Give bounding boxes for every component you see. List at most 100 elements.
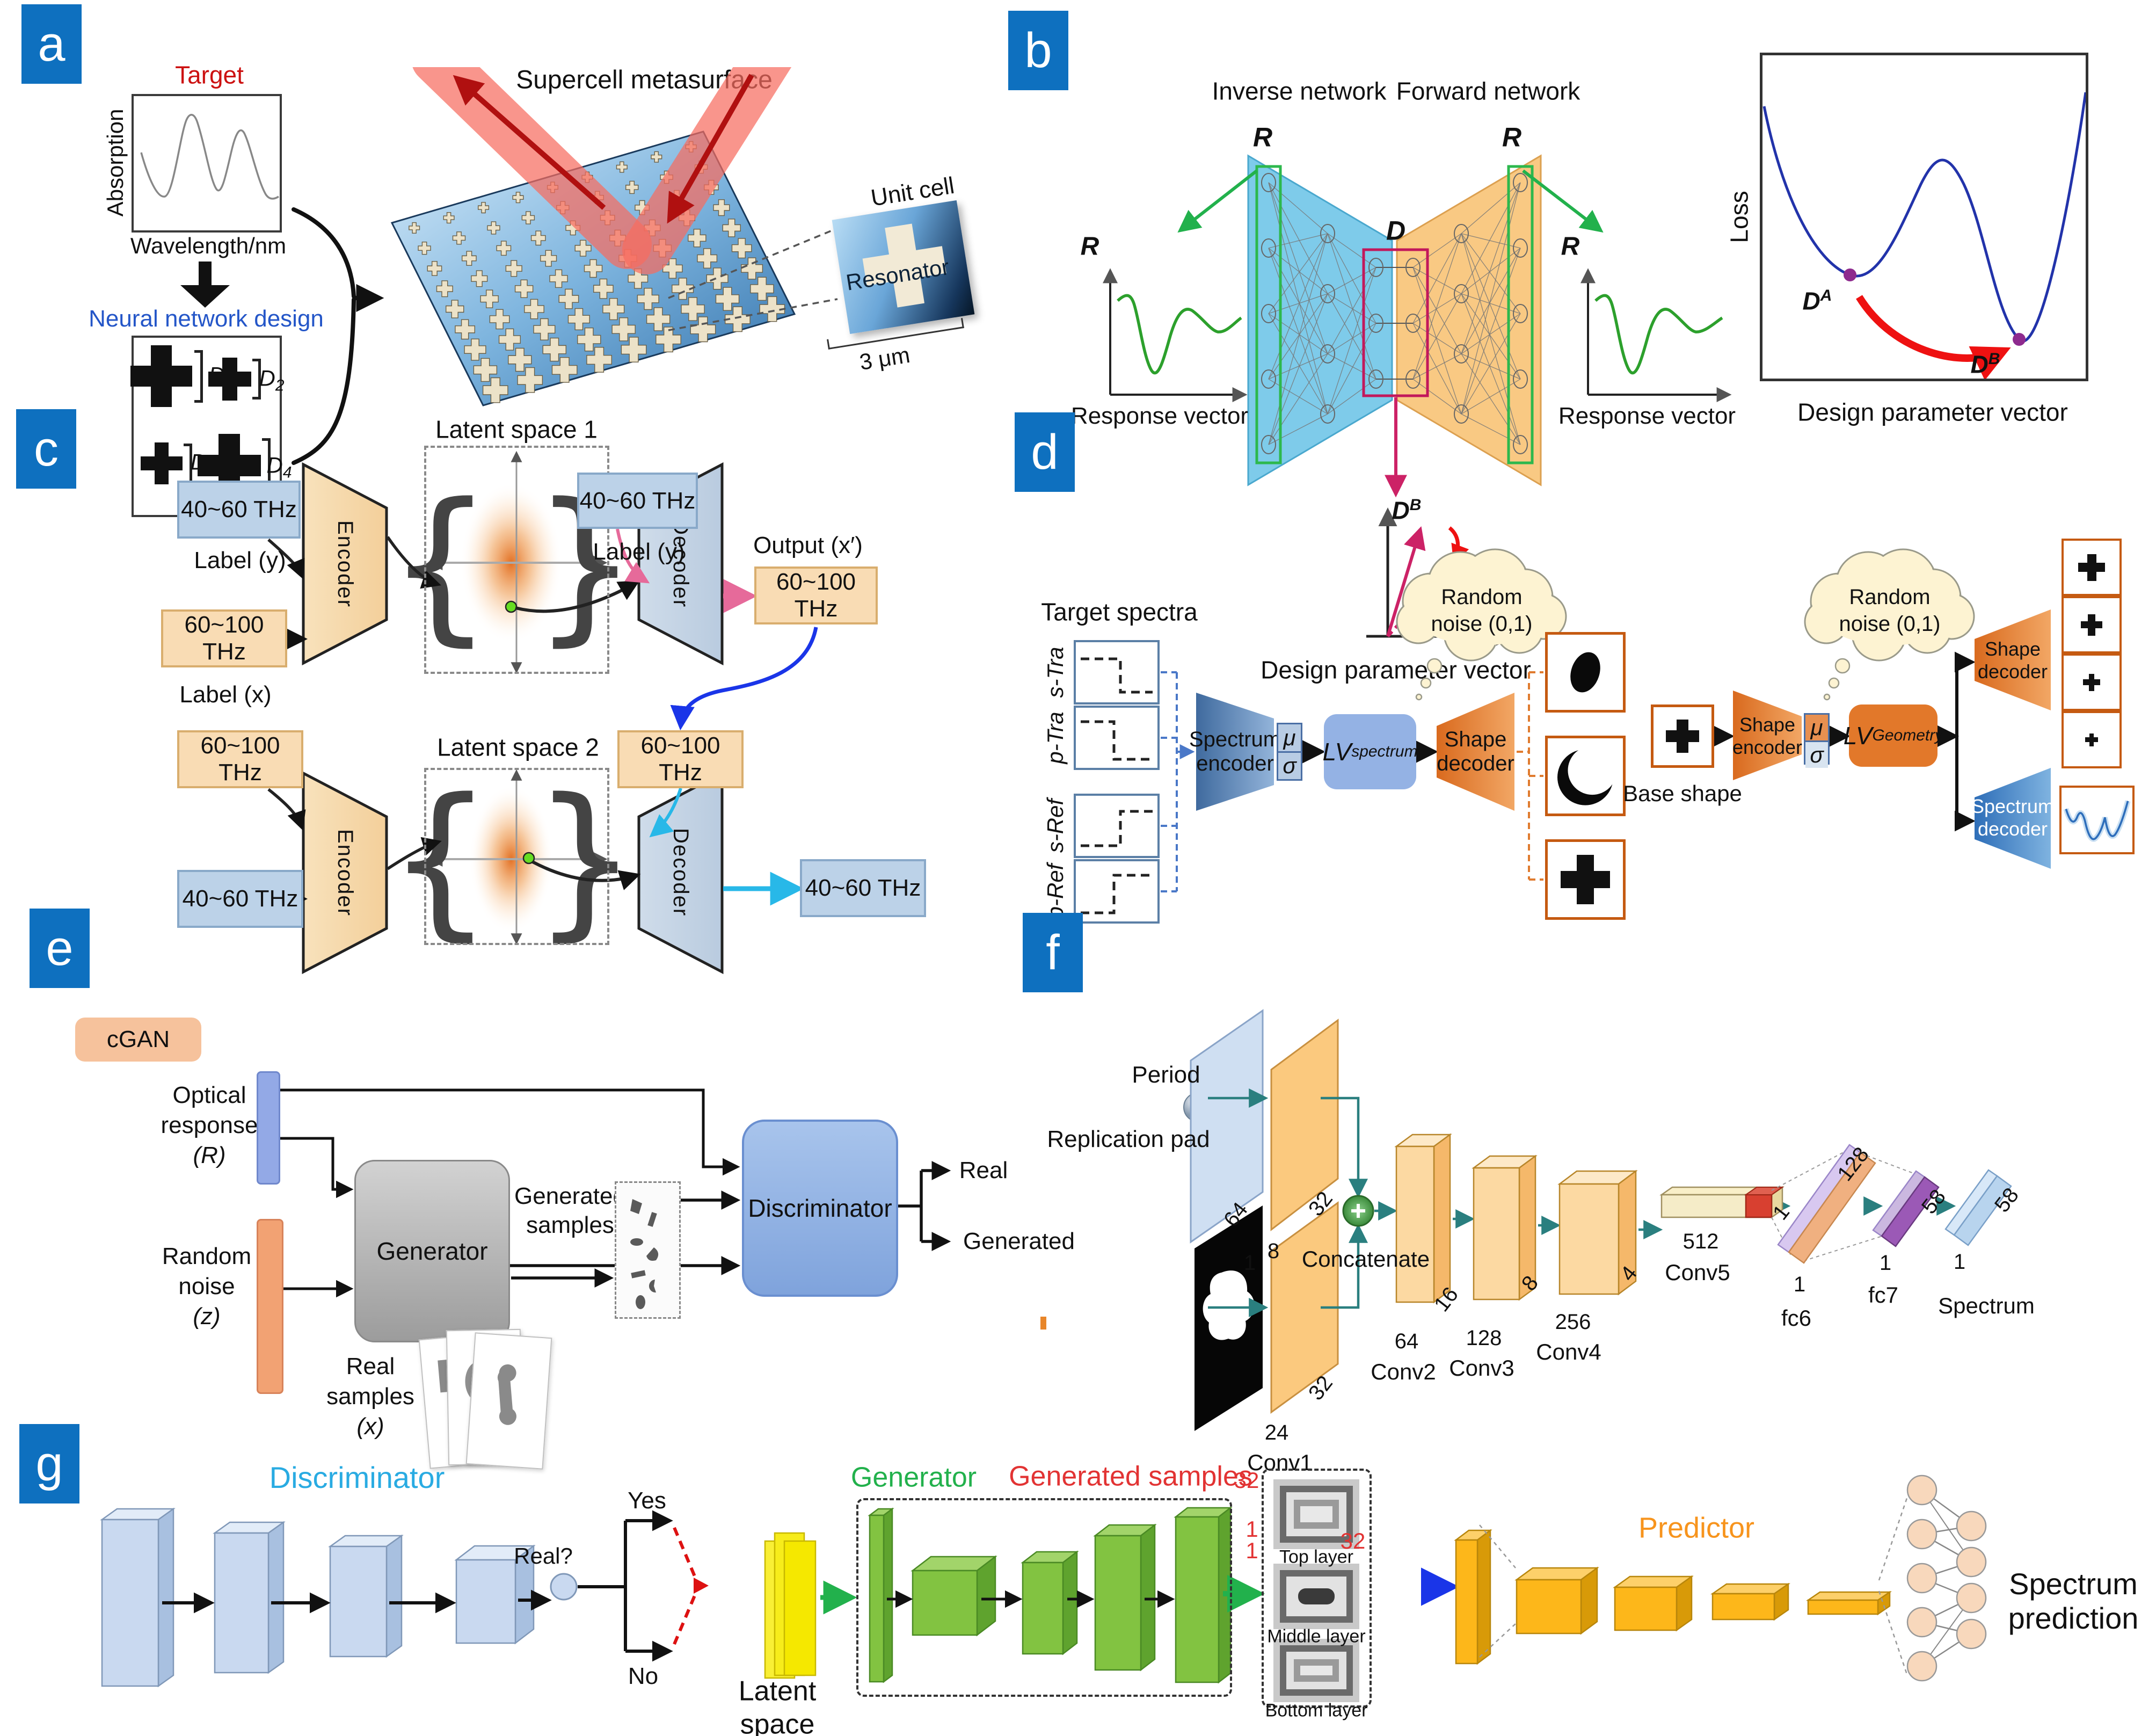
- random-line2: noise: [178, 1273, 235, 1299]
- conv5-dim-512: 512: [1682, 1230, 1719, 1253]
- num-1-b: 1: [1245, 1537, 1258, 1563]
- latent2-box: [424, 768, 609, 945]
- padconv-dim-32: 32: [1303, 1187, 1338, 1221]
- wavelength-xlabel: Wavelength/nm: [130, 233, 287, 258]
- generator-region: [856, 1498, 1232, 1697]
- encoder2-label: Encoder: [333, 829, 357, 917]
- loss-xlabel: Design parameter vector: [1797, 398, 2068, 426]
- pad-dim-1: 1: [1243, 1251, 1256, 1275]
- d-label: D: [1386, 215, 1406, 246]
- panel-label-b: b: [1008, 11, 1068, 90]
- design-cross-1: [130, 345, 192, 407]
- latent1-title: Latent space 1: [435, 415, 598, 444]
- spectrum-prediction-line1: Spectrum: [2009, 1567, 2138, 1601]
- generated-samples-line2: samples: [526, 1211, 614, 1238]
- c1-output-title: Output (x′): [753, 532, 863, 558]
- fc6-name: fc6: [1781, 1305, 1812, 1331]
- bottom-layer-label: Bottom layer: [1265, 1700, 1368, 1721]
- shape-decoder2-label: Shape decoder: [1977, 638, 2048, 682]
- panel-f-art: [1183, 1009, 2012, 1431]
- supercell-title: Supercell metasurface: [516, 66, 773, 95]
- concatenate-label: Concatenate: [1301, 1246, 1430, 1272]
- db-vector: [1386, 526, 1426, 637]
- response-curve-right: [1594, 294, 1723, 375]
- optical-response-bar: [257, 1071, 280, 1185]
- cgan-tag: cGAN: [75, 1018, 201, 1062]
- r-axis-right: R: [1561, 232, 1580, 261]
- generated-output-label: Generated: [963, 1227, 1075, 1254]
- spectrum-box-1: [1074, 640, 1160, 704]
- optical-line1: Optical: [172, 1081, 246, 1108]
- predictor-title: Predictor: [1638, 1512, 1755, 1544]
- conv1-dim-24: 24: [1264, 1421, 1289, 1444]
- inverse-network-title: Inverse network: [1212, 77, 1387, 105]
- spectrum-dim-58: 58: [1990, 1183, 2024, 1217]
- output-layer-box: [1507, 165, 1534, 464]
- input-layer-box: [1255, 165, 1282, 464]
- response-vector-right: Response vector: [1558, 402, 1736, 429]
- fc6-dim-128: 128: [1833, 1143, 1874, 1186]
- forward-network-title: Forward network: [1396, 77, 1580, 105]
- real-samples-line2: samples: [326, 1383, 414, 1410]
- middle-layer-image: [1273, 1564, 1359, 1629]
- vector-swap-arrow: [1448, 526, 1469, 564]
- latent1-box: [424, 446, 609, 674]
- down-arrow: [199, 262, 212, 285]
- design-layer-box: [1362, 248, 1429, 397]
- optical-line3: (R): [193, 1142, 226, 1168]
- random-line1: Random: [162, 1243, 252, 1269]
- loss-ylabel: Loss: [1725, 191, 1753, 243]
- gen-shape-cross: [1545, 839, 1626, 920]
- unitcell-connector-1: [668, 227, 838, 299]
- fc6-dim-1: 1: [1793, 1273, 1806, 1296]
- fc7-name: fc7: [1868, 1282, 1899, 1308]
- spectrum-encoder-label: Spectrum encoder: [1189, 728, 1281, 775]
- c1-cond-label: Label (y): [593, 538, 685, 565]
- response-vector-left: Response vector: [1070, 402, 1249, 429]
- scale-label: 3 μm: [857, 342, 912, 375]
- panel-label-g: g: [19, 1424, 79, 1503]
- c2-input-top: 60~100 THz: [177, 730, 303, 788]
- real-question: Real?: [514, 1543, 573, 1568]
- out-shape-2: [2062, 596, 2122, 653]
- g-generated-samples-title: Generated samples: [1009, 1461, 1252, 1492]
- out-shape-1: [2062, 539, 2122, 596]
- conv1-dim-32: 32: [1303, 1371, 1338, 1405]
- spectrum-name: Spectrum: [1938, 1292, 2035, 1318]
- r-label-forward: R: [1502, 122, 1522, 152]
- c1-label-y: Label (y): [194, 547, 286, 573]
- g-generator-title: Generator: [850, 1462, 977, 1493]
- c1-label-x: Label (x): [179, 681, 272, 708]
- random-noise1-line2: noise (0,1): [1431, 612, 1533, 636]
- optical-line2: response: [161, 1112, 258, 1138]
- conv4-name: Conv4: [1536, 1339, 1601, 1364]
- out-shape-4: [2062, 711, 2122, 768]
- panel-label-c: c: [16, 409, 76, 489]
- c1-input-top: 40~60 THz: [177, 481, 301, 539]
- design-cross-3: [141, 442, 183, 484]
- reflected-arrow: [453, 75, 606, 210]
- generated-samples-image: [615, 1181, 681, 1319]
- stray-mark: [1040, 1317, 1046, 1330]
- num-32-right: 32: [1340, 1528, 1366, 1553]
- conv3-dim-128: 128: [1466, 1326, 1502, 1350]
- dim-bracket-1: [194, 350, 203, 403]
- loss-db-label: DB: [1970, 350, 2000, 379]
- random-noise2-line1: Random: [1849, 585, 1931, 609]
- nn-design-title: Neural network design: [89, 305, 324, 332]
- base-shape-label: Base shape: [1623, 780, 1742, 806]
- target-title: Target: [175, 61, 244, 89]
- spectra-label-sref: s-Ref: [1042, 798, 1068, 853]
- random-noise2-line2: noise (0,1): [1839, 612, 1941, 636]
- conv5-name: Conv5: [1665, 1259, 1730, 1285]
- generated-samples-line1: Generated: [514, 1182, 626, 1209]
- random-noise1-line1: Random: [1441, 585, 1523, 609]
- gen-shape-ellipse: [1545, 632, 1626, 713]
- real-output-label: Real: [959, 1157, 1008, 1183]
- forward-trapezoid: [1396, 154, 1542, 486]
- spectra-label-stra: s-Tra: [1042, 647, 1068, 698]
- num-1-a: 1: [1245, 1516, 1258, 1542]
- c1-output-box: 60~100 THz: [754, 566, 878, 624]
- incident-arrow: [667, 74, 754, 224]
